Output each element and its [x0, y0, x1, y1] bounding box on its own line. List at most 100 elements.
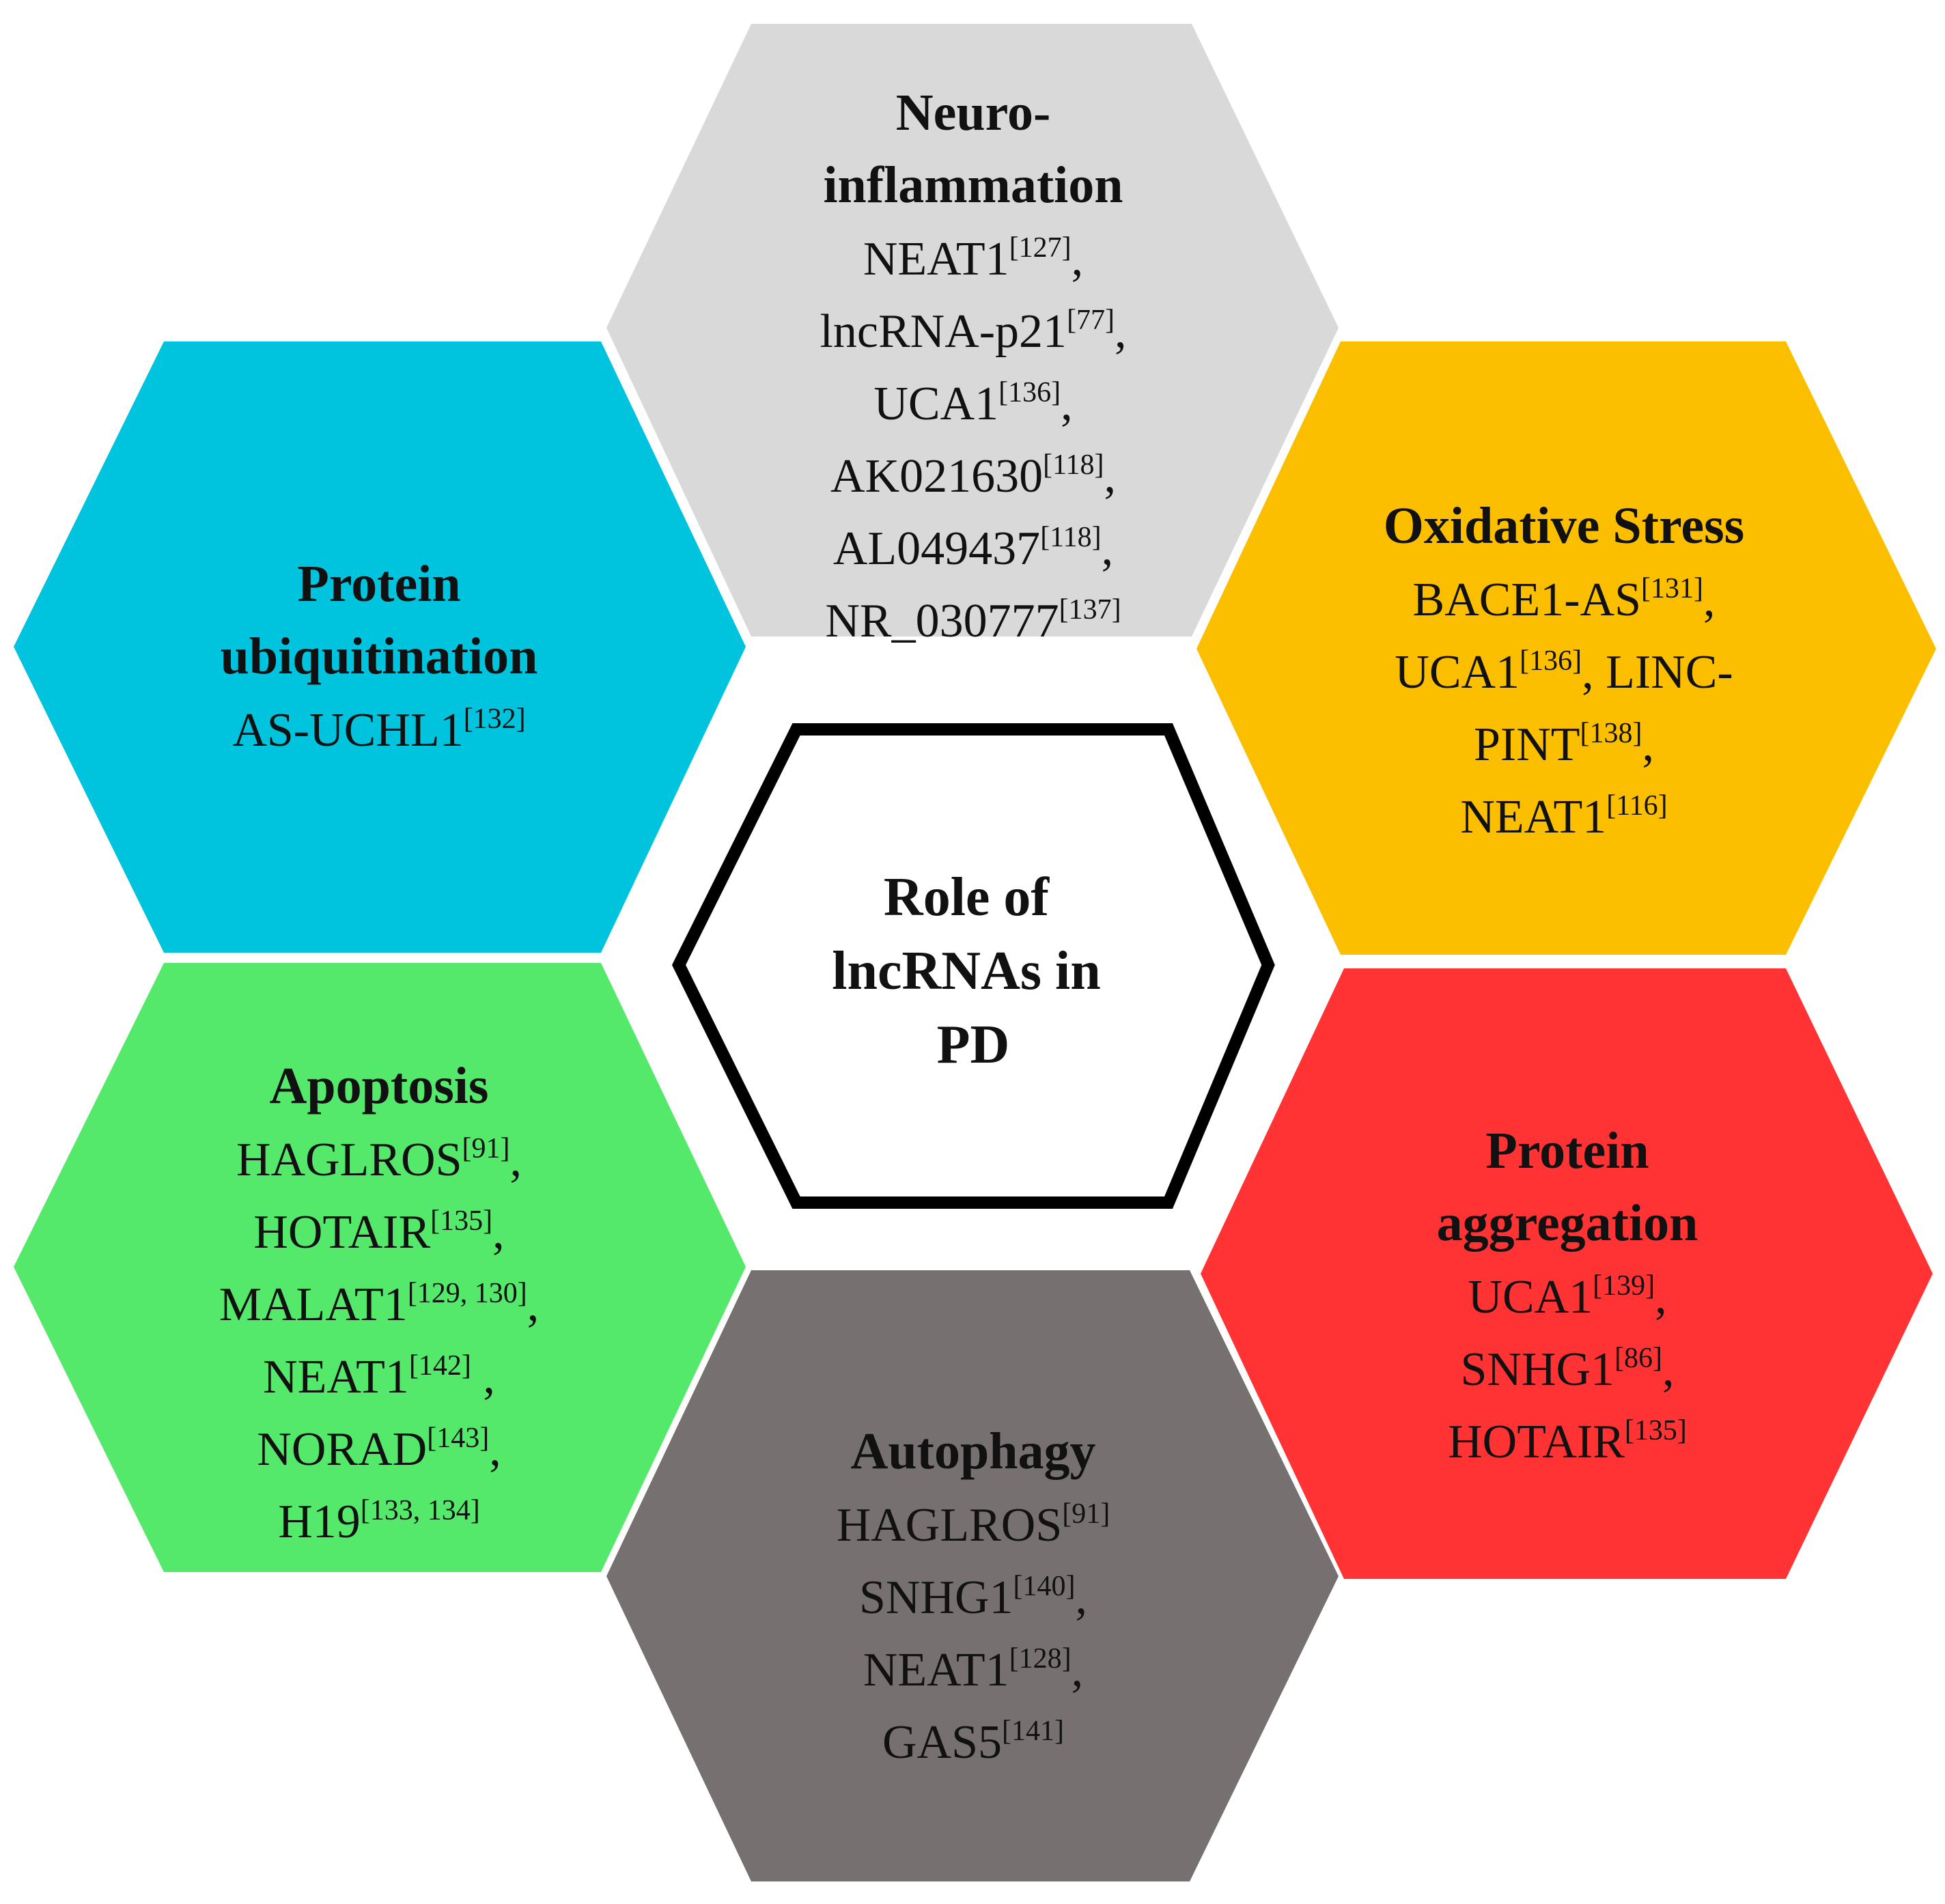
hexagon-title: Oxidative Stress [1384, 497, 1744, 555]
lncrna-name: NEAT1 [1460, 791, 1606, 843]
reference-citation: [138] [1580, 718, 1642, 749]
lncrna-name: AS-UCHL1 [232, 704, 463, 757]
hexagon-title: ubiquitination [221, 628, 538, 685]
entry-separator: , [489, 1423, 501, 1476]
hexagon-shape-protein-ubiquitination [14, 341, 746, 953]
lncrna-name: HAGLROS [837, 1499, 1063, 1552]
lncrna-entry: AK021630[118], [830, 449, 1116, 503]
hexagon-title: Apoptosis [270, 1057, 489, 1115]
entry-separator: , [471, 1351, 495, 1403]
reference-citation: [127] [1009, 232, 1072, 264]
hexagon-shape-oxidative-stress [1197, 341, 1936, 955]
lncrna-entry: AS-UCHL1[132] [232, 703, 525, 757]
reference-citation: [77] [1067, 305, 1115, 336]
entry-separator: , LINC- [1582, 646, 1733, 699]
lncrna-entry: NR_030777[137] [825, 594, 1121, 647]
hexagon-shape-apoptosis [14, 963, 746, 1572]
lncrna-name: PINT [1474, 718, 1580, 771]
lncrna-entry: NEAT1[116] [1460, 790, 1667, 843]
lncrna-name: MALAT1 [219, 1278, 408, 1331]
lncrna-entry: NORAD[143], [257, 1423, 501, 1476]
lncrna-name: NEAT1 [263, 1351, 409, 1403]
lncrna-entry: NEAT1[127], [863, 232, 1083, 285]
lncrna-name: UCA1 [1395, 646, 1520, 699]
reference-citation: [131] [1641, 573, 1703, 604]
lncrna-entry: SNHG1[140], [859, 1571, 1087, 1624]
reference-citation: [135] [430, 1205, 492, 1237]
lncrna-entry: NEAT1[128], [863, 1643, 1083, 1696]
lncrna-entry: HAGLROS[91] [837, 1498, 1110, 1552]
reference-citation: [132] [464, 703, 526, 735]
entry-separator: , [527, 1278, 540, 1331]
entry-separator: , [1662, 1343, 1675, 1396]
hexagon-title: inflammation [823, 156, 1123, 214]
hexagon-apoptosis: ApoptosisHAGLROS[91],HOTAIR[135],MALAT1[… [14, 963, 746, 1572]
lncrna-entry: HOTAIR[135] [1448, 1415, 1687, 1468]
hexagon-shape-autophagy [606, 1270, 1339, 1881]
lncrna-name: HOTAIR [1448, 1416, 1625, 1468]
reference-citation: [116] [1606, 790, 1667, 822]
reference-citation: [91] [462, 1133, 510, 1164]
hexagon-title: Autophagy [851, 1423, 1096, 1480]
reference-citation: [133, 134] [361, 1495, 480, 1526]
hexagon-neuroinflammation: Neuro-inflammationNEAT1[127],lncRNA-p21[… [606, 24, 1339, 647]
reference-citation: [118] [1040, 522, 1101, 553]
entry-separator: , [1076, 1571, 1088, 1624]
lncrna-name: UCA1 [873, 378, 998, 430]
reference-citation: [142] [409, 1350, 471, 1382]
center-title-line: PD [937, 1015, 1010, 1075]
hexagon-title: Neuro- [896, 84, 1051, 141]
reference-citation: [91] [1062, 1498, 1110, 1530]
reference-citation: [118] [1043, 449, 1104, 481]
entry-separator: , [1104, 450, 1117, 503]
lncrna-name: UCA1 [1468, 1271, 1593, 1324]
lncrna-name: NR_030777 [825, 595, 1059, 647]
hexagon-title: Protein [297, 555, 460, 613]
lncrna-name: NEAT1 [863, 1644, 1009, 1696]
reference-citation: [135] [1625, 1415, 1687, 1446]
reference-citation: [136] [1520, 645, 1582, 677]
reference-citation: [137] [1059, 594, 1121, 626]
lncrna-entry: lncRNA-p21[77], [820, 305, 1126, 358]
entry-separator: , [1703, 574, 1716, 626]
lncrna-name: SNHG1 [859, 1571, 1013, 1624]
lncrna-entry: UCA1[136], [873, 377, 1072, 430]
lncrna-entry: GAS5[141] [882, 1716, 1064, 1769]
lncrna-name: GAS5 [882, 1716, 1002, 1769]
lncrna-name: AL049437 [833, 522, 1040, 575]
reference-citation: [128] [1009, 1643, 1072, 1675]
lncrna-entry: AL049437[118], [833, 522, 1113, 575]
lncrna-name: NORAD [257, 1423, 427, 1476]
reference-citation: [140] [1013, 1571, 1076, 1602]
lncrna-entry: UCA1[139], [1468, 1270, 1666, 1324]
center-title-line: lncRNAs in [832, 941, 1100, 1001]
lncrna-entry: PINT[138], [1474, 718, 1654, 771]
hexagon-title: aggregation [1437, 1194, 1698, 1252]
lncrna-name: HOTAIR [253, 1206, 430, 1259]
entry-separator: , [1102, 522, 1114, 575]
entry-separator: , [1072, 1644, 1084, 1696]
reference-citation: [143] [427, 1423, 489, 1454]
lncrna-name: HAGLROS [236, 1134, 462, 1186]
entry-separator: , [1642, 718, 1655, 771]
lncrna-entry: SNHG1[86], [1460, 1343, 1674, 1396]
reference-citation: [86] [1614, 1343, 1662, 1374]
lncrna-entry: NEAT1[142] , [263, 1350, 495, 1403]
hexagon-title: Protein [1485, 1122, 1649, 1179]
reference-citation: [141] [1002, 1716, 1064, 1747]
entry-separator: , [510, 1134, 522, 1186]
lncrna-entry: BACE1-AS[131], [1413, 573, 1716, 626]
lncrna-name: NEAT1 [863, 233, 1009, 285]
center-hexagon: Role of lncRNAs in PD [671, 723, 1275, 1209]
center-hexagon-outline [671, 723, 1275, 1209]
entry-separator: , [1061, 378, 1073, 430]
lncrna-name: AK021630 [830, 450, 1043, 503]
center-title: Role of lncRNAs in PD [832, 867, 1114, 1075]
entry-separator: , [1115, 305, 1127, 358]
reference-citation: [136] [998, 377, 1061, 408]
lncrna-entry: HAGLROS[91], [236, 1133, 522, 1186]
entry-separator: , [1072, 233, 1084, 285]
hexagon-layer: Neuro-inflammationNEAT1[127],lncRNA-p21[… [14, 24, 1936, 1881]
